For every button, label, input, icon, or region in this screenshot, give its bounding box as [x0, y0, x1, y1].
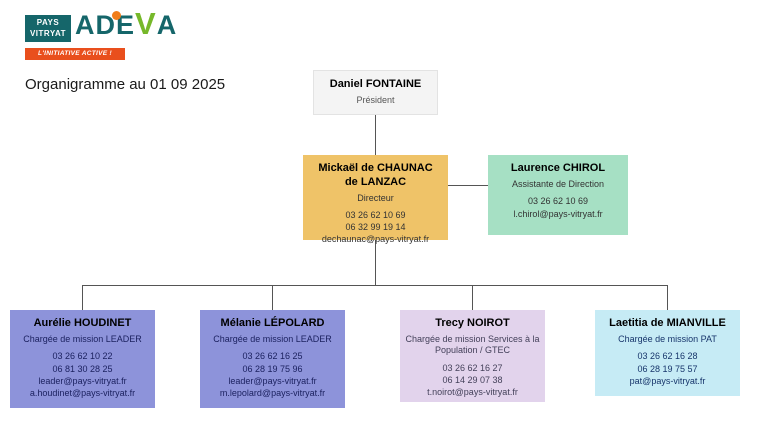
- staff-email-2: m.lepolard@pays-vitryat.fr: [219, 387, 326, 398]
- staff-card-lepolard: Mélanie LÉPOLARD Chargée de mission LEAD…: [200, 310, 345, 408]
- assistant-phone: 03 26 62 10 69: [527, 196, 589, 207]
- connector-staff-2: [272, 285, 273, 310]
- staff-role: Chargée de mission Services à la Populat…: [405, 333, 540, 356]
- badge-line2: VITRYAT: [29, 28, 67, 38]
- wordmark-green-v: V: [135, 6, 157, 41]
- assistant-name: Laurence CHIROL: [510, 162, 606, 174]
- connector-staff-1: [82, 285, 83, 310]
- staff-role: Chargée de mission LEADER: [23, 333, 142, 344]
- staff-phone-1: 03 26 62 16 25: [242, 351, 303, 362]
- adeva-logo: PAYS VITRYAT ADEVA L'INITIATIVE ACTIVE !: [25, 6, 195, 68]
- staff-email-1: leader@pays-vitryat.fr: [228, 375, 317, 386]
- director-name-line2: de LANZAC: [344, 175, 407, 188]
- staff-email-1: leader@pays-vitryat.fr: [38, 375, 127, 386]
- director-phone-1: 03 26 62 10 69: [345, 210, 406, 221]
- staff-name: Aurélie HOUDINET: [33, 317, 132, 329]
- staff-role: Chargée de mission LEADER: [213, 333, 332, 344]
- connector-director-down: [375, 240, 376, 285]
- wordmark-right: A: [156, 10, 178, 40]
- president-card: Daniel FONTAINE Président: [313, 70, 438, 115]
- connector-president-director: [375, 115, 376, 155]
- staff-card-mianville: Laetitia de MIANVILLE Chargée de mission…: [595, 310, 740, 396]
- tagline-banner: L'INITIATIVE ACTIVE !: [25, 48, 125, 60]
- staff-name: Trecy NOIROT: [435, 317, 510, 329]
- pays-vitryat-badge: PAYS VITRYAT: [25, 15, 71, 42]
- staff-phone-2: 06 28 19 75 57: [637, 363, 698, 374]
- staff-role: Chargée de mission PAT: [618, 333, 717, 344]
- assistant-card: Laurence CHIROL Assistante de Direction …: [488, 155, 628, 235]
- staff-name: Mélanie LÉPOLARD: [220, 317, 325, 329]
- connector-director-assistant: [448, 185, 488, 186]
- badge-line1: PAYS: [36, 18, 60, 27]
- president-name: Daniel FONTAINE: [329, 78, 422, 90]
- staff-phone-1: 03 26 62 16 28: [637, 351, 698, 362]
- director-phone-2: 06 32 99 19 14: [345, 222, 406, 233]
- page-title: Organigramme au 01 09 2025: [25, 76, 226, 93]
- staff-card-houdinet: Aurélie HOUDINET Chargée de mission LEAD…: [10, 310, 155, 408]
- wordmark-left: ADE: [75, 10, 136, 40]
- connector-staff-horizontal: [82, 285, 668, 286]
- staff-phone-1: 03 26 62 10 22: [52, 351, 113, 362]
- staff-name: Laetitia de MIANVILLE: [609, 317, 726, 329]
- connector-staff-3: [472, 285, 473, 310]
- staff-phone-2: 06 81 30 28 25: [52, 363, 113, 374]
- director-name-line1: Mickaël de CHAUNAC: [318, 162, 433, 174]
- staff-card-noirot: Trecy NOIROT Chargée de mission Services…: [400, 310, 545, 402]
- director-email: dechaunac@pays-vitryat.fr: [321, 234, 430, 245]
- staff-email-1: t.noirot@pays-vitryat.fr: [427, 387, 518, 398]
- director-name: Mickaël de CHAUNAC de LANZAC: [307, 162, 444, 190]
- staff-phone-2: 06 28 19 75 96: [242, 363, 303, 374]
- assistant-role: Assistante de Direction: [511, 178, 605, 189]
- president-role: Président: [356, 94, 395, 105]
- staff-phone-1: 03 26 62 16 27: [442, 363, 503, 374]
- staff-email-1: pat@pays-vitryat.fr: [629, 375, 706, 386]
- adeva-wordmark: ADEVA: [75, 6, 177, 42]
- staff-phone-2: 06 14 29 07 38: [442, 375, 503, 386]
- director-card: Mickaël de CHAUNAC de LANZAC Directeur 0…: [303, 155, 448, 244]
- director-role: Directeur: [357, 192, 394, 203]
- connector-staff-4: [667, 285, 668, 310]
- assistant-email: l.chirol@pays-vitryat.fr: [513, 208, 603, 219]
- staff-email-2: a.houdinet@pays-vitryat.fr: [29, 387, 136, 398]
- orange-dot-icon: [112, 11, 121, 20]
